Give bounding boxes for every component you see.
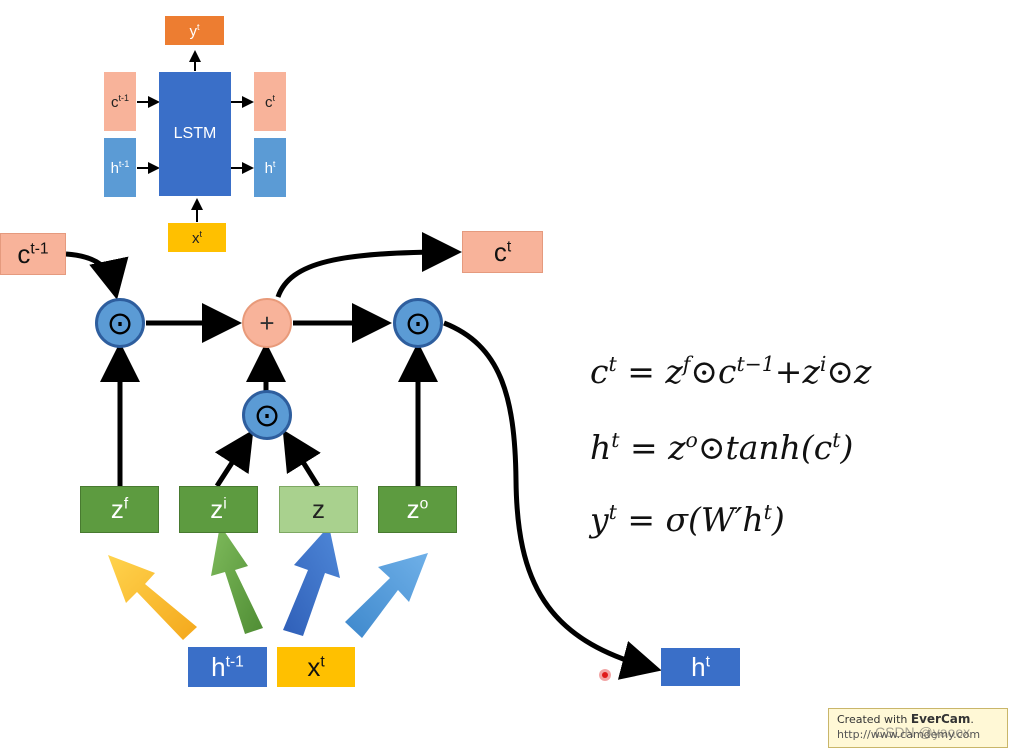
zf-box: zf bbox=[80, 486, 159, 533]
h-out-label: ht bbox=[691, 651, 710, 682]
top-y-box: yt bbox=[165, 16, 224, 45]
top-h-prev-box: ht-1 bbox=[104, 138, 136, 197]
odot-symbol: ⊙ bbox=[253, 397, 281, 433]
h-prev-label: ht-1 bbox=[211, 651, 244, 682]
x-box: xt bbox=[277, 647, 355, 687]
forget-multiply-node: ⊙ bbox=[95, 298, 145, 348]
z-label: z bbox=[312, 494, 325, 524]
c-prev-label: ct-1 bbox=[17, 238, 49, 269]
odot-symbol: ⊙ bbox=[404, 305, 432, 341]
lstm-box: LSTM bbox=[159, 72, 231, 196]
lstm-label: LSTM bbox=[173, 125, 217, 142]
zi-label: zi bbox=[210, 494, 227, 524]
equation-h: ht = zo⊙tanh(ct) bbox=[590, 428, 854, 467]
csdn-watermark: CSDN @yaoox bbox=[875, 724, 971, 740]
z-box: z bbox=[279, 486, 358, 533]
arrow-sky bbox=[345, 553, 428, 638]
main-diagram-arrows bbox=[65, 232, 662, 680]
arrow-yellow bbox=[108, 555, 197, 640]
zi-box: zi bbox=[179, 486, 258, 533]
zo-label: zo bbox=[406, 494, 429, 524]
arrow-blue bbox=[283, 526, 340, 636]
equation-y: yt = σ(W′ht) bbox=[590, 500, 785, 539]
top-c-prev-box: ct-1 bbox=[104, 72, 136, 131]
h-prev-box: ht-1 bbox=[188, 647, 267, 687]
plus-symbol: + bbox=[259, 308, 275, 338]
input-multiply-node: ⊙ bbox=[242, 390, 292, 440]
top-h-out-box: ht bbox=[254, 138, 286, 197]
output-multiply-node: ⊙ bbox=[393, 298, 443, 348]
zf-label: zf bbox=[110, 494, 129, 524]
top-x-label: xt bbox=[191, 228, 202, 247]
top-c-out-box: ct bbox=[254, 72, 286, 131]
top-h-prev-label: ht-1 bbox=[110, 158, 130, 177]
zo-box: zo bbox=[378, 486, 457, 533]
evercam-watermark: Created with EverCam. http://www.camdemy… bbox=[828, 708, 1008, 748]
top-c-prev-label: ct-1 bbox=[110, 92, 129, 111]
c-out-label: ct bbox=[493, 236, 512, 267]
arrow-green bbox=[211, 525, 263, 634]
top-y-label: yt bbox=[189, 21, 200, 40]
watermark-line1: Created with EverCam. bbox=[837, 712, 974, 726]
input-arrows bbox=[108, 525, 428, 640]
equation-c: ct = zf⊙ct−1+zi⊙z bbox=[590, 352, 872, 391]
top-x-box: xt bbox=[168, 223, 226, 252]
c-out-box: ct bbox=[462, 231, 543, 273]
top-c-out-label: ct bbox=[264, 92, 275, 111]
watermark-line2: http://www.camdemy.com bbox=[837, 728, 981, 741]
x-label: xt bbox=[307, 651, 325, 682]
top-diagram-arrows bbox=[137, 50, 254, 222]
top-h-out-label: ht bbox=[264, 158, 276, 177]
c-prev-box: ct-1 bbox=[0, 233, 66, 275]
h-out-box: ht bbox=[661, 648, 740, 686]
odot-symbol: ⊙ bbox=[106, 305, 134, 341]
add-node: + bbox=[242, 298, 292, 348]
